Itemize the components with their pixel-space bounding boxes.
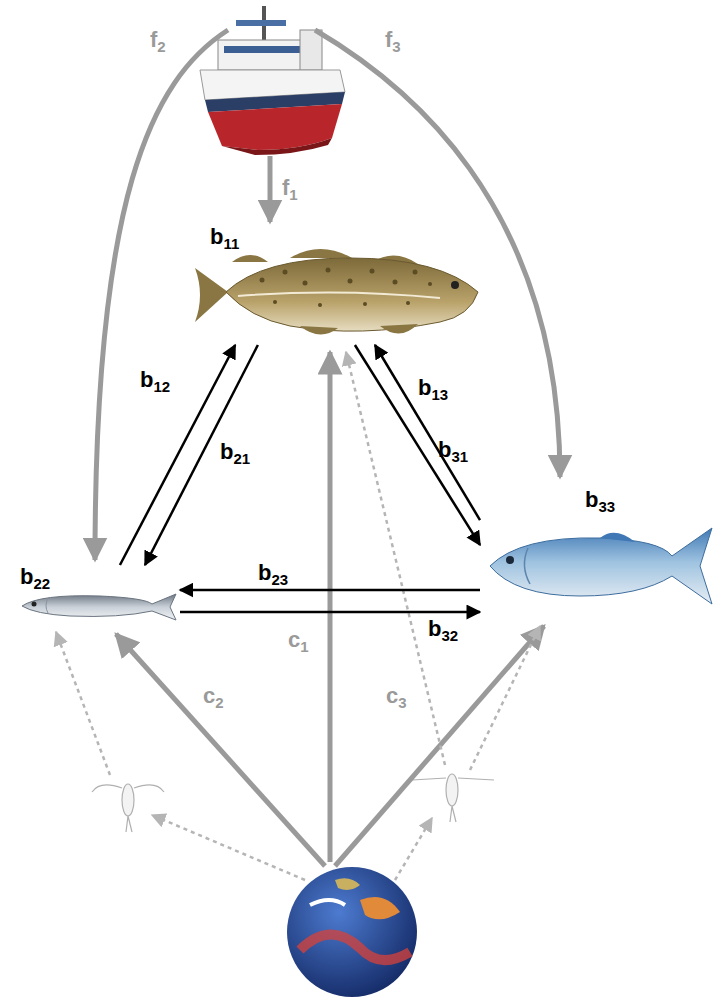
plankton-arrows xyxy=(56,352,540,880)
fishing-vessel xyxy=(200,6,345,155)
species-node: b33 xyxy=(480,480,715,620)
biomass-label: b33 xyxy=(585,488,615,512)
interaction-arrow xyxy=(355,345,480,545)
interaction-arrow xyxy=(145,345,258,565)
interaction-label: b32 xyxy=(428,617,458,641)
rate-label: f1 xyxy=(282,176,298,200)
interaction-arrow xyxy=(180,589,480,592)
species-node: b22 xyxy=(15,565,180,625)
interaction-arrow xyxy=(375,345,480,520)
forcing-arrows xyxy=(95,30,560,866)
cod-fish xyxy=(195,249,478,335)
interaction-arrow xyxy=(120,345,235,565)
interaction-label: b31 xyxy=(438,438,468,462)
zooplankton xyxy=(92,774,494,832)
rate-label: c1 xyxy=(288,628,309,652)
interaction-label: b23 xyxy=(258,561,288,585)
interaction-label: b21 xyxy=(220,440,250,464)
rate-label: f2 xyxy=(150,28,166,52)
biomass-label: b11 xyxy=(210,225,239,249)
globe xyxy=(287,867,417,997)
herring-fish xyxy=(490,528,712,604)
rate-label: f3 xyxy=(385,28,401,52)
interaction-label: b12 xyxy=(140,368,170,392)
biomass-label: b22 xyxy=(20,565,50,589)
sprat-fish xyxy=(22,594,176,620)
rate-label: c3 xyxy=(386,684,407,708)
interaction-arrow xyxy=(180,611,480,614)
rate-label: c2 xyxy=(203,684,224,708)
species-node: b11 xyxy=(185,225,480,345)
interaction-label: b13 xyxy=(418,376,448,400)
